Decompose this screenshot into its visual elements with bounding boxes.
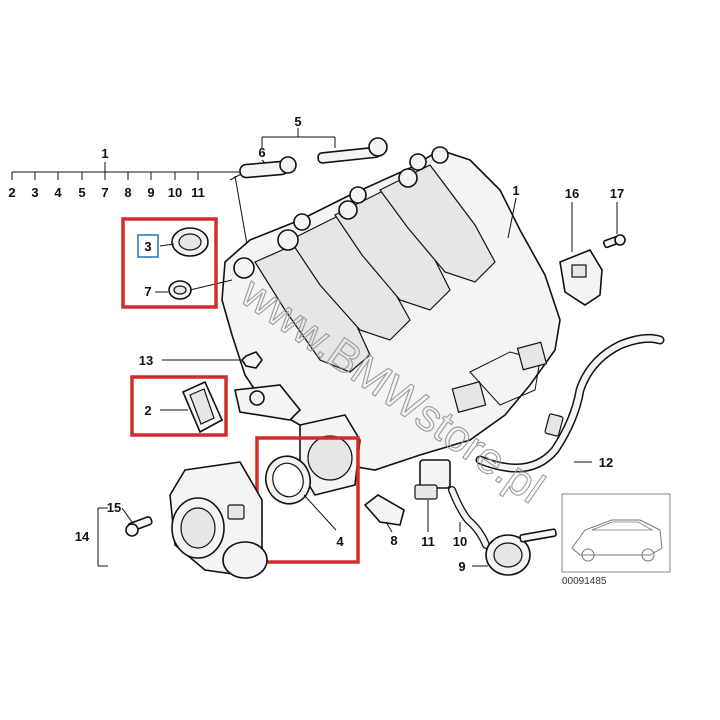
label-16[interactable]: 16 — [565, 186, 579, 201]
item-3-selected-box — [137, 234, 159, 258]
sensor-16[interactable] — [559, 202, 603, 306]
label-8[interactable]: 8 — [390, 533, 397, 548]
label-1-top[interactable]: 1 — [101, 146, 108, 161]
label-11[interactable]: 11 — [421, 534, 435, 549]
intake-manifold[interactable] — [221, 146, 561, 496]
seal-ring-3[interactable] — [159, 227, 209, 257]
scale-label-7[interactable]: 7 — [101, 185, 108, 200]
callout-scale-1: 1 2 3 4 5 7 8 9 10 11 — [8, 146, 246, 200]
bolt-assembly-5-6: 5 6 — [234, 114, 388, 251]
actuator-9[interactable] — [472, 528, 557, 576]
callout-bracket-14-15 — [97, 507, 133, 567]
valve-11[interactable] — [414, 459, 451, 532]
label-7[interactable]: 7 — [144, 284, 151, 299]
label-13[interactable]: 13 — [139, 353, 153, 368]
hose-12[interactable] — [475, 333, 665, 473]
scale-label-4[interactable]: 4 — [54, 185, 62, 200]
o-ring-4[interactable] — [259, 450, 337, 531]
label-3[interactable]: 3 — [144, 239, 151, 254]
seal-ring-7[interactable] — [155, 279, 233, 300]
scale-label-11[interactable]: 11 — [191, 185, 205, 200]
bolt-15[interactable] — [125, 516, 153, 537]
label-2[interactable]: 2 — [144, 403, 151, 418]
diagram-code: 00091485 — [562, 576, 607, 587]
highlight-box-2 — [130, 375, 228, 437]
throttle-body-14[interactable] — [169, 461, 268, 579]
highlight-box-3-7 — [121, 217, 218, 309]
scale-label-9[interactable]: 9 — [147, 185, 154, 200]
label-5[interactable]: 5 — [294, 114, 301, 129]
label-14[interactable]: 14 — [75, 529, 90, 544]
label-17[interactable]: 17 — [610, 186, 624, 201]
label-6[interactable]: 6 — [258, 145, 265, 160]
scale-label-3[interactable]: 3 — [31, 185, 38, 200]
label-9[interactable]: 9 — [458, 559, 465, 574]
label-4[interactable]: 4 — [336, 534, 344, 549]
hose-10[interactable] — [448, 486, 490, 549]
scale-label-8[interactable]: 8 — [124, 185, 131, 200]
scale-label-10[interactable]: 10 — [168, 185, 182, 200]
gasket-2[interactable] — [160, 380, 224, 434]
clip-8[interactable] — [363, 494, 405, 533]
scale-label-2[interactable]: 2 — [8, 185, 15, 200]
nut-13[interactable] — [162, 351, 263, 369]
label-12[interactable]: 12 — [599, 455, 613, 470]
scale-label-5[interactable]: 5 — [78, 185, 85, 200]
bolt-17[interactable] — [602, 202, 626, 249]
label-15[interactable]: 15 — [107, 500, 121, 515]
label-1-manifold[interactable]: 1 — [512, 183, 519, 198]
car-thumbnail — [561, 493, 671, 573]
label-10[interactable]: 10 — [453, 534, 467, 549]
